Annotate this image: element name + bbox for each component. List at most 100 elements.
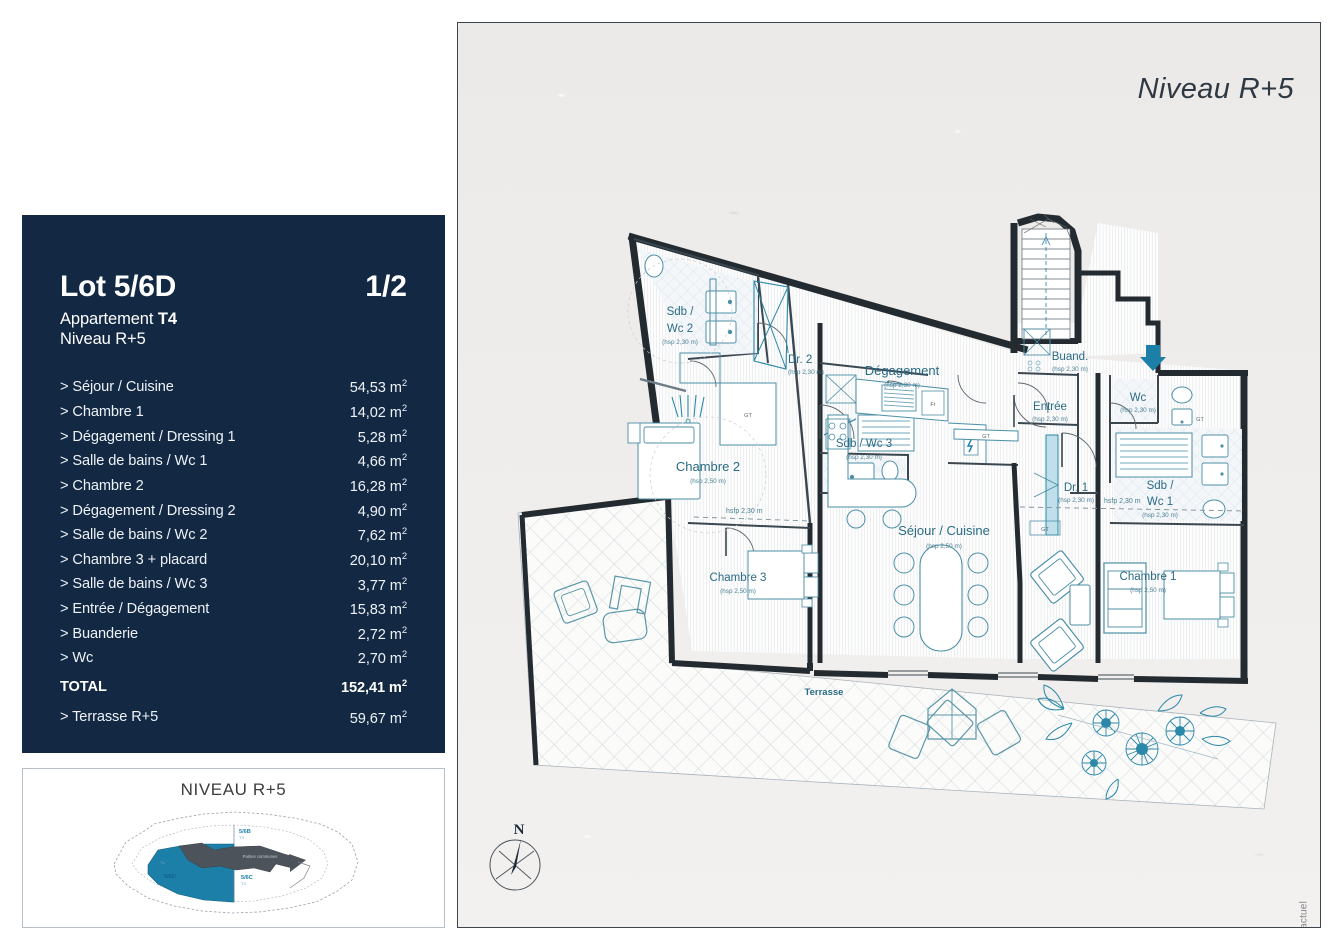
sofa [1103, 562, 1147, 634]
terrace-label: > Terrasse R+5 [60, 709, 159, 726]
svg-text:Chambre 3: Chambre 3 [710, 572, 767, 584]
svg-text:(hsp 2,30 m): (hsp 2,30 m) [884, 382, 920, 389]
compass-needle [511, 839, 521, 875]
chambre2-turning-circle [649, 416, 767, 534]
room-area-row: > Salle de bains / Wc 3 3,77 m2 [60, 572, 407, 597]
room-name: > Chambre 1 [60, 403, 144, 420]
sdb2-fixtures [644, 254, 737, 346]
svg-text:5/6D: 5/6D [164, 874, 176, 880]
page-indicator: 1/2 [365, 270, 407, 303]
room-label-entree: Entrée (hsp 2,30 m) [1032, 401, 1068, 423]
document-disclaimer: Document non contractuel [1299, 901, 1310, 927]
svg-text:5/6A: 5/6A [160, 854, 172, 860]
ceiling-note-left: hsfp 2,30 m [726, 508, 763, 515]
svg-text:T4: T4 [164, 880, 169, 885]
exterior-wall-south-b [927, 672, 999, 680]
room-label-wc: Wc (hsp 2,30 m) [1120, 392, 1156, 414]
svg-text:GT: GT [1041, 527, 1049, 533]
exterior-wall-west-upper [521, 494, 667, 518]
apartment-label: Appartement [60, 310, 158, 328]
room-area: 16,28 m2 [349, 476, 407, 495]
terrace-dining-set [888, 688, 1021, 759]
level-key-map: NIVEAU R+5 Parties communes 5/6A T4 5/6B… [22, 768, 445, 928]
room-label-buanderie: Buand. (hsp 2,30 m) [1052, 351, 1088, 373]
room-name: > Buanderie [60, 625, 139, 642]
sdb2-cabinet [719, 382, 777, 446]
ceiling-note-right: hsfp 2,30 m [1104, 498, 1141, 505]
room-area-row: > Chambre 1 14,02 m2 [60, 400, 407, 425]
apartment-type-value: T4 [157, 310, 177, 328]
svg-text:Dégagement: Dégagement [865, 363, 940, 378]
svg-text:T3: T3 [241, 881, 246, 886]
lot-info-panel: Lot 5/6D 1/2 Appartement T4 Niveau R+5 >… [22, 215, 445, 753]
room-label-chambre1: Chambre 1 (hsp 2,50 m) [1120, 571, 1177, 594]
svg-text:5/6C: 5/6C [241, 875, 253, 881]
kitchen-counter: Fr [855, 378, 949, 422]
sdb2-turning-circle [627, 258, 733, 364]
svg-text:Chambre 2: Chambre 2 [676, 459, 740, 474]
svg-text:Buand.: Buand. [1052, 351, 1088, 363]
room-label-dr1: Dr. 1 (hsp 2,30 m) [1058, 482, 1094, 504]
room-label-dr2: Dr. 2 (hsp 2,30 m) [788, 354, 824, 376]
partition-kitchen [947, 462, 1019, 466]
service-core-wall [1078, 270, 1161, 373]
room-area: 54,53 m2 [349, 378, 407, 397]
total-area: 152,41 m2 [340, 677, 407, 696]
sdb2-glass-partition [753, 280, 789, 370]
room-name: > Wc [60, 650, 94, 667]
dressing1: GT [1029, 434, 1061, 536]
floor-plan-drawing: Terrasse [517, 213, 1277, 810]
room-area: 7,62 m2 [357, 526, 407, 545]
buanderie-fixtures [1023, 328, 1051, 372]
svg-text:Entrée: Entrée [1033, 401, 1067, 413]
minimap-common-arrow [288, 854, 306, 872]
svg-text:Sdb / Wc 3: Sdb / Wc 3 [836, 438, 892, 450]
entree-closet [953, 428, 1019, 442]
minimap-common-label: Parties communes [242, 854, 277, 859]
svg-text:(hsp 2,30 m): (hsp 2,30 m) [1142, 512, 1178, 519]
room-area: 20,10 m2 [349, 550, 407, 569]
svg-text:Séjour / Cuisine: Séjour / Cuisine [898, 523, 990, 538]
exterior-wall-south-c [1037, 674, 1099, 682]
lounge-furniture [1030, 550, 1147, 672]
svg-text:(hsp 2,50 m): (hsp 2,50 m) [690, 478, 726, 485]
chambre3-bed [747, 544, 819, 608]
svg-text:(hsp 2,50 m): (hsp 2,50 m) [1130, 587, 1166, 594]
room-name: > Chambre 3 + placard [60, 551, 208, 568]
minimap-label-5-6c: 5/6C T3 [241, 875, 253, 886]
room-area: 4,90 m2 [357, 501, 407, 520]
minimap-label-5-6b: 5/6B T3 [239, 829, 251, 840]
room-name: > Salle de bains / Wc 3 [60, 576, 208, 593]
exterior-wall-south-left [671, 660, 811, 674]
terrace-area: 59,67 m2 [349, 708, 407, 727]
kitchen-island [825, 414, 917, 529]
room-area: 15,83 m2 [349, 600, 407, 619]
room-area: 3,77 m2 [357, 575, 407, 594]
room-area-row: > Chambre 2 16,28 m2 [60, 474, 407, 499]
minimap-label-5-6d: 5/6D T4 [164, 874, 176, 885]
ceiling-height-line-left [693, 516, 811, 522]
terrace-ottoman [602, 608, 648, 644]
room-name: > Chambre 2 [60, 477, 144, 494]
minimap-title: NIVEAU R+5 [180, 780, 287, 799]
exterior-wall-south-d [1133, 676, 1249, 684]
svg-text:Wc: Wc [1130, 392, 1147, 404]
wc-fixtures [1171, 386, 1193, 426]
svg-text:T3: T3 [239, 835, 244, 840]
svg-text:Dr. 1: Dr. 1 [1064, 482, 1088, 494]
terrace-plantings [1037, 684, 1231, 800]
svg-text:Sdb /: Sdb / [667, 306, 695, 318]
room-area: 14,02 m2 [349, 403, 407, 421]
svg-text:Wc 2: Wc 2 [667, 323, 693, 335]
exterior-wall-north [627, 232, 1029, 354]
lot-title: Lot 5/6D [60, 270, 176, 303]
svg-text:Chambre 1: Chambre 1 [1120, 571, 1177, 583]
room-area: 4,66 m2 [357, 452, 407, 471]
